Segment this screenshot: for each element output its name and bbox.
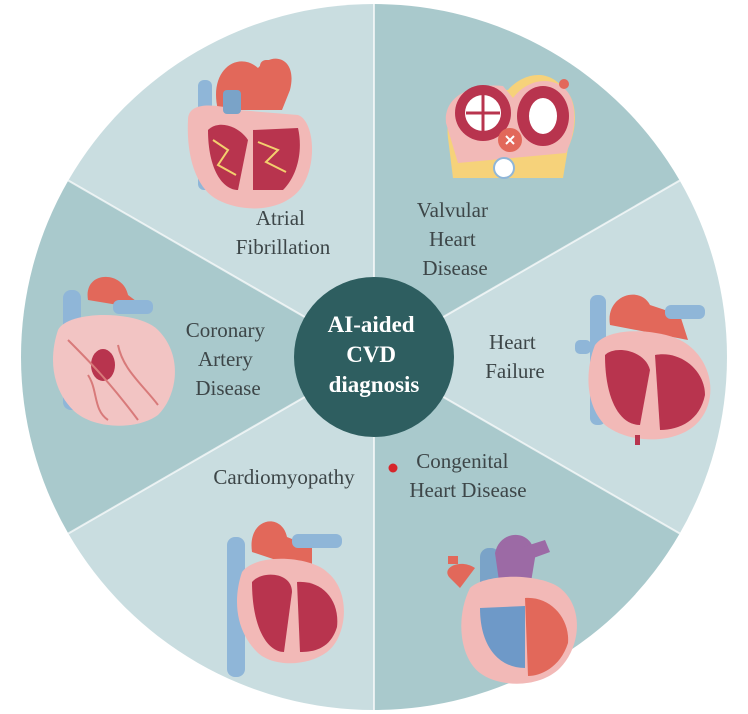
label-cardiomyopathy: Cardiomyopathy [213,465,355,489]
label-coronary-artery-disease: Coronary Artery Disease [186,318,271,400]
center-hub: AI-aided CVD diagnosis [294,277,454,437]
heart-failure-heart-icon [575,295,710,445]
red-dot-marker [389,464,398,473]
